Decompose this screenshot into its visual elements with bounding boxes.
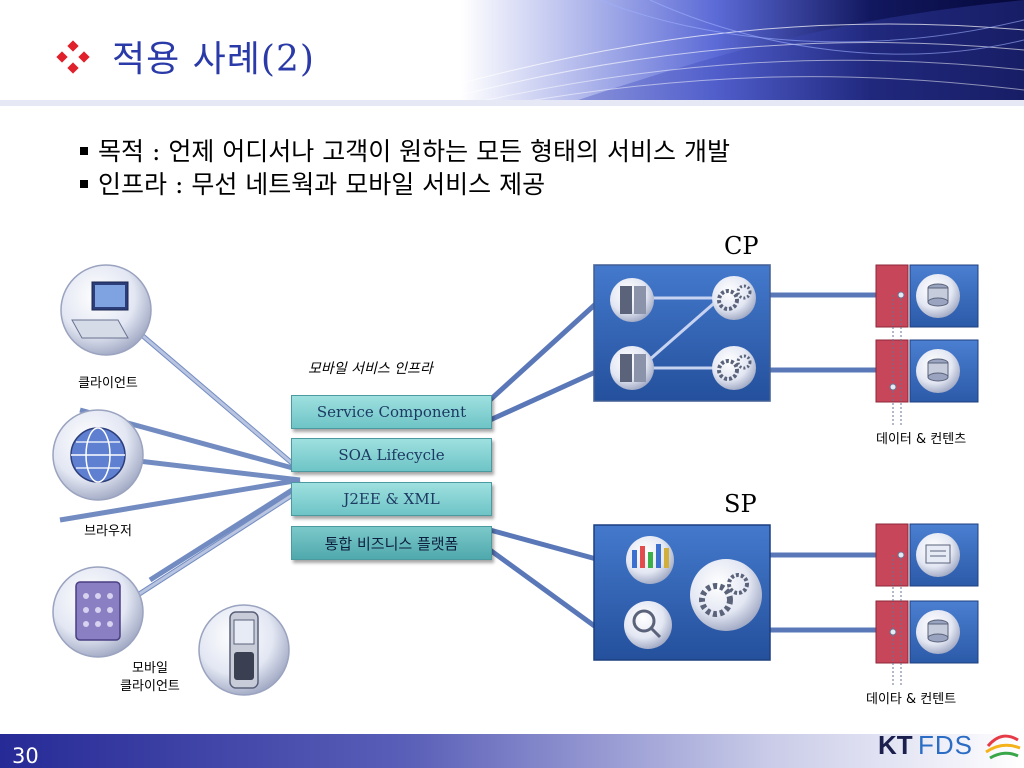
slide-title: 적용 사례(2) [112,39,315,80]
diamond-bullet-icon [56,40,90,74]
server-rack-icon [610,346,654,390]
cp-label: CP [724,232,759,260]
header-wave-graphic [0,0,1024,106]
bullet-item: 목적 : 언제 어디서나 고객이 원하는 모든 형태의 서비스 개발 [80,135,730,168]
page-number: 30 [12,744,39,768]
cp-data-label: 데이터 & 컨텐츠 [876,432,967,447]
browser-label: 브라우저 [84,524,132,539]
sp-data-block-2 [875,600,979,664]
cp-data-block-1 [875,264,979,328]
server-rack-icon [610,278,654,322]
header-banner [0,0,1024,106]
logo-mark: KT FDS [878,730,1021,760]
client-label: 클라이언트 [78,376,138,391]
logo-kt-text: KT [878,730,913,760]
dotted-leader-lines [892,295,902,685]
layer-integrated-platform: 통합 비즈니스 플랫폼 [291,526,492,560]
bullet-item: 인프라 : 무선 네트웍과 모바일 서비스 제공 [80,168,730,201]
globe-browser-icon [52,409,144,501]
sp-data-block-1 [875,523,979,587]
layer-soa-lifecycle: SOA Lifecycle [291,438,492,472]
magnifier-icon [624,601,672,649]
square-bullet-icon [80,147,88,155]
bullet-text-infra: 인프라 : 무선 네트웍과 모바일 서비스 제공 [98,170,546,199]
client-connector-highlights [129,323,301,602]
pda-client-icon [52,566,144,658]
gears-icon [690,559,762,631]
connector-dots [889,291,905,636]
desktop-client-icon [60,264,152,356]
server-connector-lines [488,292,878,633]
mobile-phone-icon [198,604,290,696]
bar-chart-icon [626,536,674,584]
cp-server-box [593,264,771,402]
gears-icon [712,346,756,390]
sp-data-label: 데이타 & 컨텐트 [866,692,957,707]
sp-server-box [593,524,771,661]
mobile-label-line2: 클라이언트 [120,679,180,694]
gears-icon [712,276,756,320]
layer-service-component: Service Component [291,395,492,429]
footer-bar [0,734,1024,768]
layer-j2ee-xml: J2EE & XML [291,482,492,516]
logo-fds-text: FDS [918,730,973,760]
bullet-list: 목적 : 언제 어디서나 고객이 원하는 모든 형태의 서비스 개발 인프라 :… [80,135,730,201]
kt-fds-logo: KT FDS [876,728,1022,762]
platform-caption: 모바일 서비스 인프라 [308,361,433,377]
mobile-label-line1: 모바일 [132,661,168,676]
bullet-text-purpose: 목적 : 언제 어디서나 고객이 원하는 모든 형태의 서비스 개발 [98,137,730,166]
sp-label: SP [724,490,757,518]
cp-data-block-2 [875,339,979,403]
square-bullet-icon [80,180,88,188]
